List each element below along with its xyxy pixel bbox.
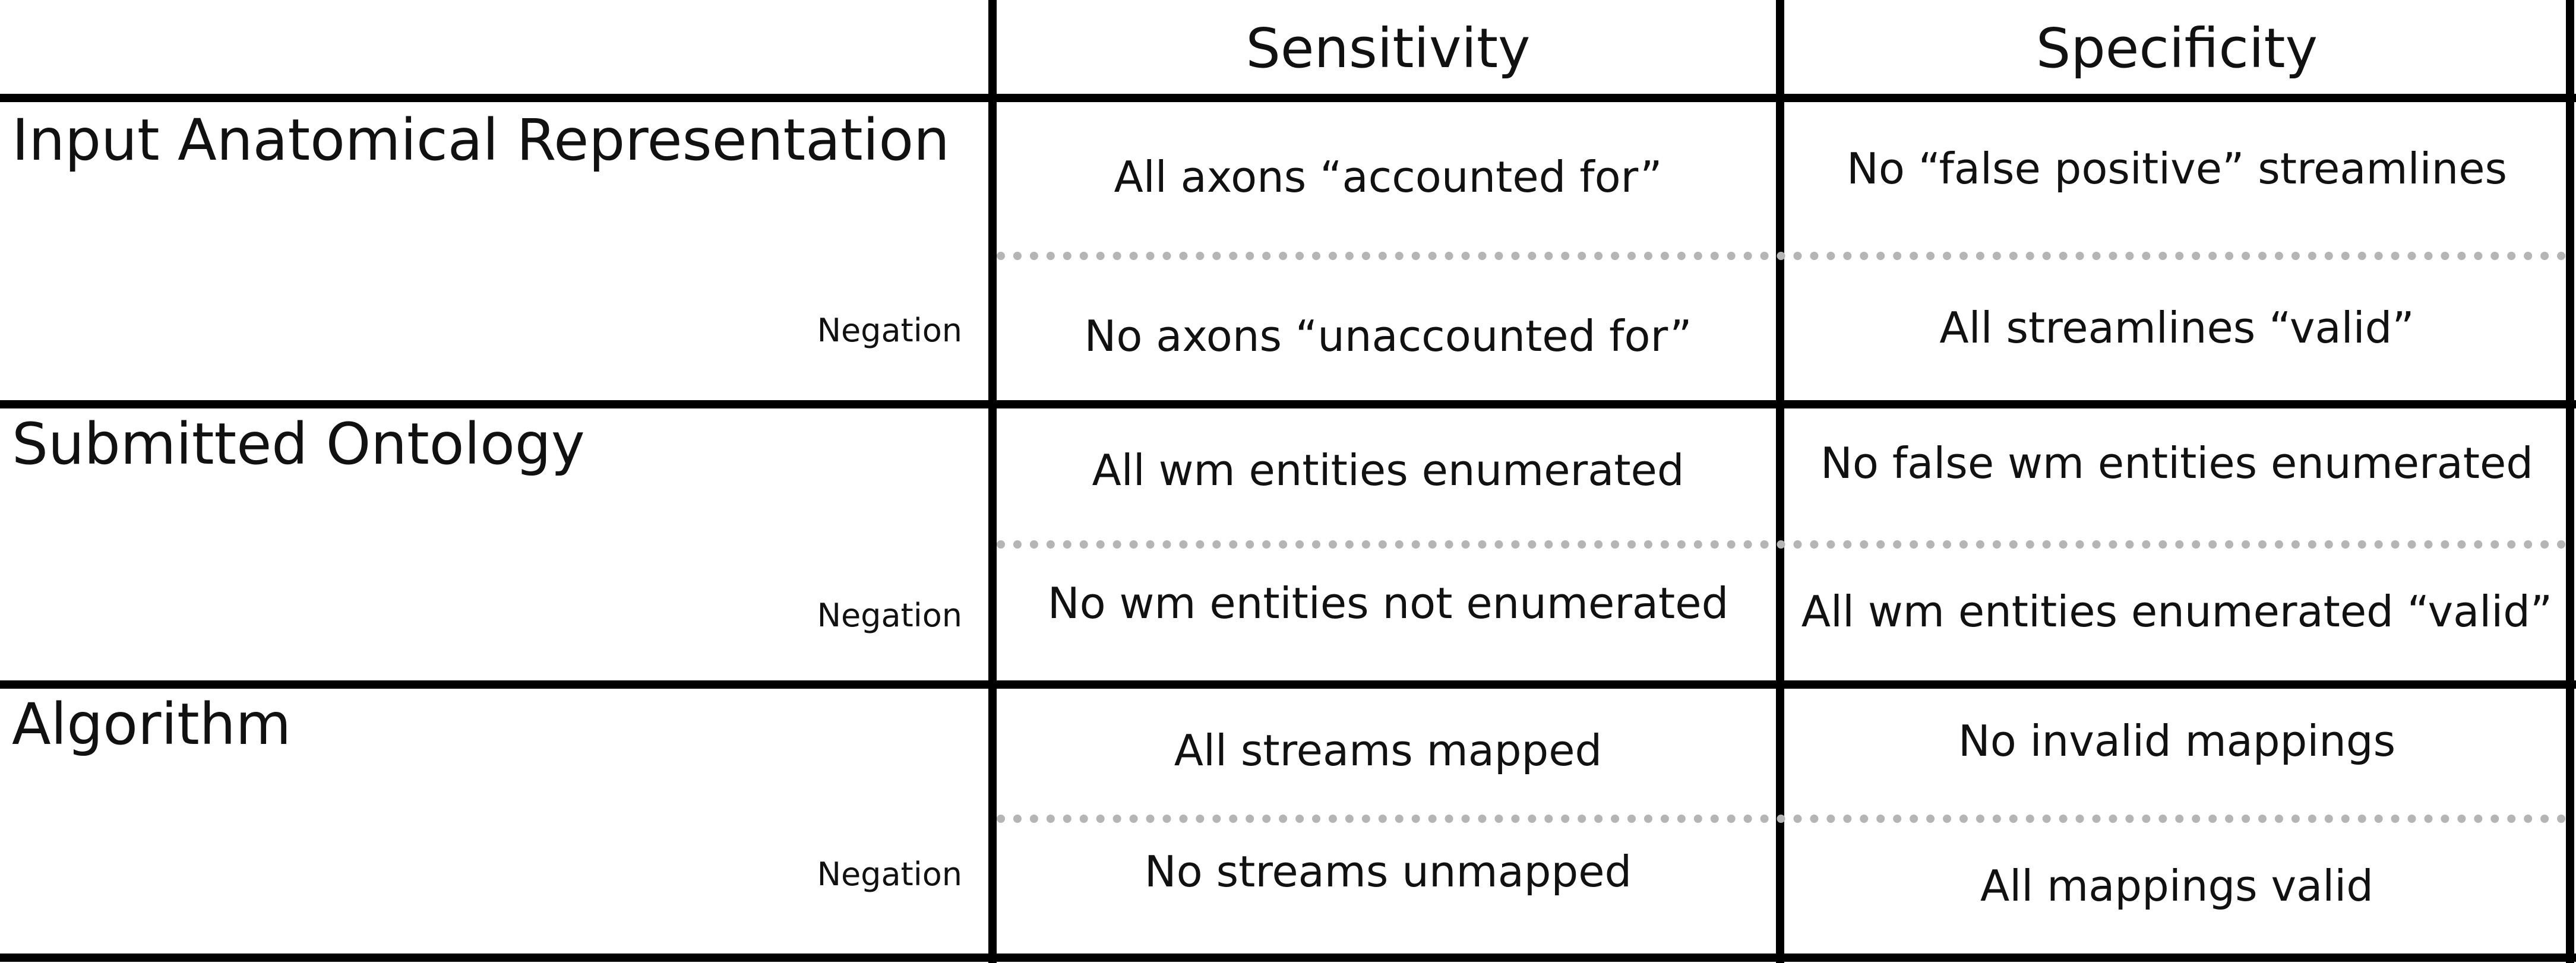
cell-sensitivity-negation: No wm entities not enumerated xyxy=(1047,578,1729,628)
cell-specificity: No false wm entities enumerated xyxy=(1820,438,2533,488)
cell-specificity: No “false positive” streamlines xyxy=(1846,144,2508,194)
cell-specificity: No invalid mappings xyxy=(1958,716,2396,766)
negation-label: Negation xyxy=(817,597,962,634)
column-divider-2 xyxy=(1776,0,1784,963)
header-specificity: Specificity xyxy=(2035,17,2318,80)
cell-sensitivity: All wm entities enumerated xyxy=(1092,445,1684,495)
row-divider-1 xyxy=(0,400,2576,408)
header-bottom-rule xyxy=(0,94,2576,102)
header-sensitivity: Sensitivity xyxy=(1246,17,1531,80)
table-bottom-rule xyxy=(0,954,2576,962)
row-divider-2 xyxy=(0,680,2576,689)
row-label-input-anatomical-representation: Input Anatomical Representation xyxy=(12,107,950,173)
cell-sensitivity-negation: No axons “unaccounted for” xyxy=(1084,311,1692,361)
cell-specificity-negation: All wm entities enumerated “valid” xyxy=(1801,587,2553,636)
cell-specificity-negation: All streamlines “valid” xyxy=(1939,303,2414,353)
negation-label: Negation xyxy=(817,312,962,349)
column-divider-right xyxy=(2566,0,2574,963)
negation-separator-2 xyxy=(997,540,2566,549)
column-divider-1 xyxy=(988,0,997,963)
negation-separator-1 xyxy=(997,252,2566,260)
cell-sensitivity: All axons “accounted for” xyxy=(1114,152,1662,202)
row-label-submitted-ontology: Submitted Ontology xyxy=(12,411,585,477)
cell-specificity-negation: All mappings valid xyxy=(1980,861,2373,911)
row-label-algorithm: Algorithm xyxy=(12,691,292,758)
cell-sensitivity: All streams mapped xyxy=(1174,726,1603,775)
negation-label: Negation xyxy=(817,856,962,893)
negation-separator-3 xyxy=(997,815,2566,823)
cell-sensitivity-negation: No streams unmapped xyxy=(1144,847,1632,897)
